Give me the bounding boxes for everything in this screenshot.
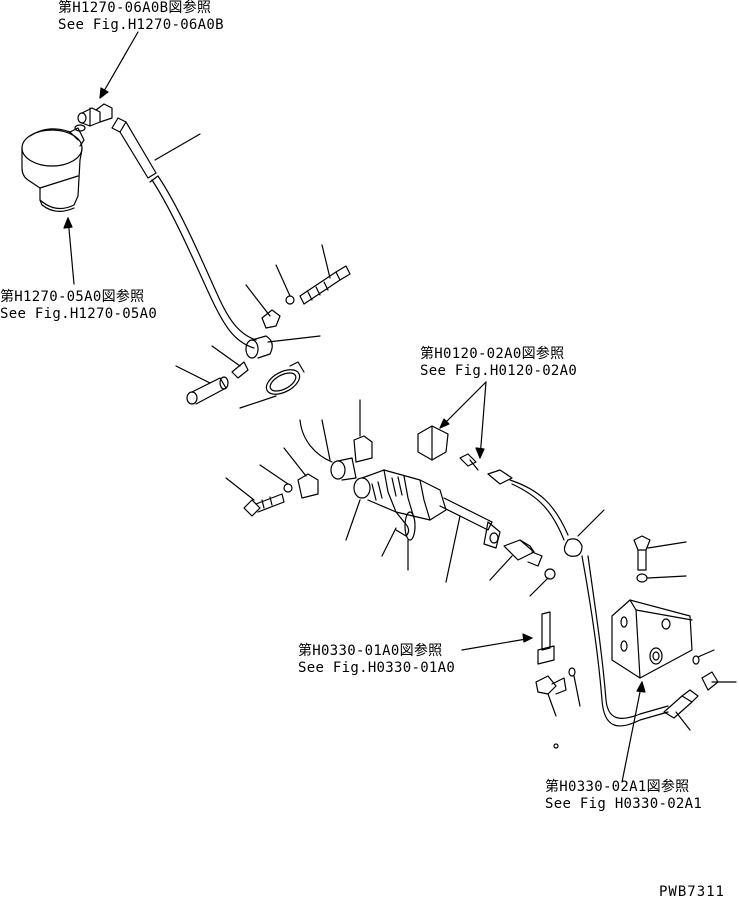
reference-en: See Fig H0330-02A1 bbox=[545, 796, 703, 812]
valve-body bbox=[346, 470, 446, 570]
grommet-upper bbox=[246, 336, 320, 358]
reference-en: See Fig.H0330-01A0 bbox=[298, 660, 456, 676]
bolt-lower bbox=[226, 478, 284, 516]
bolt-right bbox=[634, 536, 686, 570]
elbow-fitting-top bbox=[78, 104, 112, 126]
reference-h0330-01a0: 第H0330-01A0図参照 See Fig.H0330-01A0 bbox=[298, 643, 455, 677]
o-ring-middle bbox=[530, 569, 555, 596]
bolt-upper bbox=[300, 245, 350, 304]
reference-h1270-05a0: 第H1270-05A0図参照 See Fig.H1270-05A0 bbox=[0, 289, 157, 323]
reference-jp: 第H1270-06A0B図参照 bbox=[58, 0, 212, 16]
washer-lower bbox=[260, 465, 292, 492]
hose-right bbox=[488, 470, 668, 726]
reference-h0330-02a1: 第H0330-02A1図参照 See Fig H0330-02A1 bbox=[545, 779, 702, 813]
adapter bbox=[490, 540, 542, 580]
reference-en: See Fig.H1270-06A0B bbox=[58, 17, 224, 33]
filter-housing bbox=[22, 125, 85, 211]
connector-h0120 bbox=[418, 426, 478, 470]
spacer-sleeve bbox=[176, 366, 228, 404]
reference-en: See Fig.H0120-02A0 bbox=[420, 363, 578, 379]
hose-lower-left bbox=[300, 420, 356, 480]
reference-jp: 第H0330-02A1図参照 bbox=[545, 779, 690, 795]
clip-small-left bbox=[212, 346, 248, 378]
reference-jp: 第H0330-01A0図参照 bbox=[298, 643, 443, 659]
o-ring-lower bbox=[569, 668, 580, 706]
clamp-ring bbox=[240, 362, 304, 408]
washer-right bbox=[637, 574, 686, 582]
pipe-fitting-h0330 bbox=[538, 612, 554, 664]
reference-h0120-02a0: 第H0120-02A0図参照 See Fig.H0120-02A0 bbox=[420, 346, 577, 380]
reference-h1270-06a0b: 第H1270-06A0B図参照 See Fig.H1270-06A0B bbox=[58, 0, 224, 34]
bracket-lower bbox=[284, 448, 318, 498]
drawing-id: PWB7311 bbox=[658, 884, 725, 900]
small-dot bbox=[554, 744, 558, 748]
bracket-middle bbox=[354, 400, 372, 462]
elbow-lower bbox=[536, 676, 566, 716]
fitting-lower-right bbox=[664, 690, 698, 730]
reference-jp: 第H0120-02A0図参照 bbox=[420, 346, 565, 362]
washer-upper bbox=[276, 265, 294, 304]
shaft bbox=[440, 498, 500, 582]
clip-upper bbox=[246, 285, 280, 328]
hose-top bbox=[112, 118, 256, 348]
o-ring-right-a bbox=[693, 650, 714, 664]
reference-jp: 第H1270-05A0図参照 bbox=[0, 289, 145, 305]
reference-en: See Fig.H1270-05A0 bbox=[0, 306, 158, 322]
leader-arrows bbox=[64, 32, 645, 782]
valve-block bbox=[612, 600, 692, 678]
fitting-right bbox=[702, 672, 736, 690]
